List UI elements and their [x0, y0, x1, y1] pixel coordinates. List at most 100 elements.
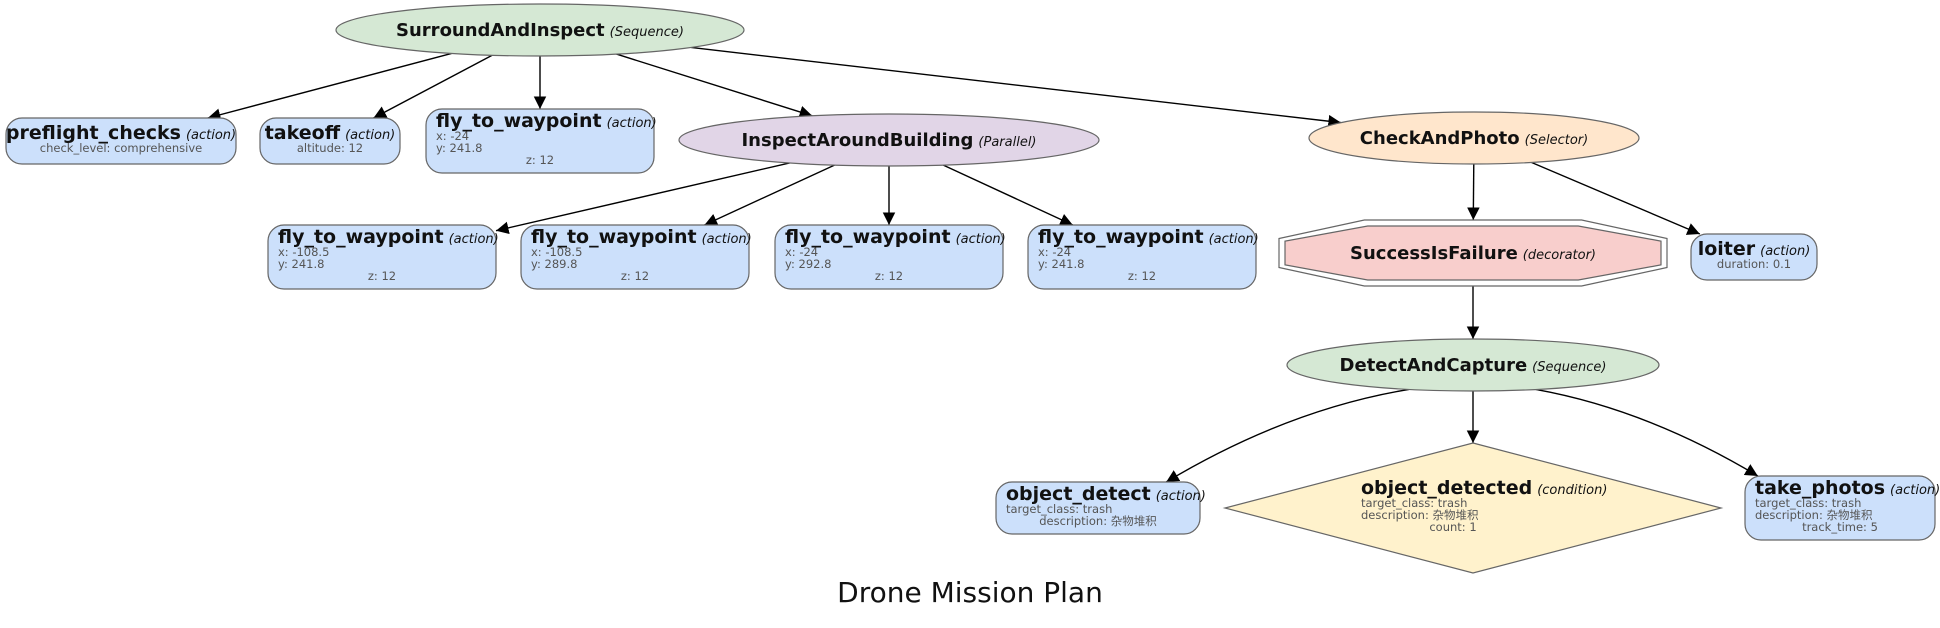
- detect-label: DetectAndCapture (Sequence): [1340, 355, 1607, 376]
- node-type: (action): [956, 232, 1006, 247]
- node-type: (action): [1760, 244, 1810, 259]
- node-takeoff[interactable]: takeoff(action)altitude: 12: [259, 117, 401, 165]
- node-type: (action): [702, 232, 752, 247]
- node-sif[interactable]: SuccessIsFailure(decorator): [1278, 219, 1668, 287]
- edge-inspect-to-fly5: [943, 164, 1074, 226]
- node-name: object_detected: [1361, 477, 1532, 499]
- node-fly4[interactable]: fly_to_waypoint(action)x: -24y: 292.8z: …: [774, 224, 1006, 290]
- node-param: description: 杂物堆积: [1755, 508, 1873, 522]
- check-label: CheckAndPhoto (Selector): [1360, 128, 1588, 149]
- node-fly5[interactable]: fly_to_waypoint (action) x: -24y: 241.8 z: …: [1027, 224, 1259, 290]
- decorator-outer-border: [1278, 219, 1668, 287]
- action-node-shape: [267, 224, 497, 290]
- node-root[interactable]: SurroundAndInspect (Sequence): [335, 3, 745, 57]
- node-param: description: 杂物堆积: [1361, 508, 1479, 522]
- root-label: SurroundAndInspect (Sequence): [396, 20, 684, 41]
- node-param: x: -24: [436, 129, 469, 143]
- node-type: (Selector): [1525, 133, 1589, 148]
- node-type: (Parallel): [978, 135, 1036, 150]
- node-type: (Sequence): [610, 25, 684, 40]
- node-param: description: 杂物堆积: [1039, 514, 1157, 528]
- node-fly1[interactable]: fly_to_waypoint(action)x: -24y: 241.8z: …: [425, 108, 657, 174]
- node-name: CheckAndPhoto: [1360, 128, 1520, 149]
- edge-detect-to-photos: [1535, 388, 1759, 477]
- node-name: loiter: [1698, 238, 1756, 260]
- node-type: (action): [1156, 489, 1206, 504]
- node-param: target_class: trash: [1006, 502, 1112, 516]
- node-param: y: 241.8: [278, 257, 324, 271]
- inspect-label: InspectAroundBuilding(Parallel): [741, 130, 1036, 151]
- objdetect-label: object_detect(action): [1006, 483, 1206, 505]
- fly1-label: fly_to_waypoint (action): [436, 110, 657, 132]
- node-param: z: 12: [621, 269, 649, 283]
- edge-root-to-check: [691, 46, 1342, 128]
- node-param: y: 292.8: [785, 257, 831, 271]
- node-name: SurroundAndInspect: [396, 20, 605, 41]
- action-node-shape: [259, 117, 401, 165]
- node-param: z: 12: [1128, 269, 1156, 283]
- node-param: target_class: trash: [1755, 496, 1861, 510]
- node-photos[interactable]: take_photos(action)target_class: trashde…: [1744, 475, 1940, 541]
- selector-node-shape: [1308, 111, 1640, 165]
- node-name: fly_to_waypoint: [436, 110, 602, 132]
- node-name: DetectAndCapture: [1340, 355, 1528, 376]
- node-preflight[interactable]: preflight_checks(action)check_level: com…: [5, 117, 237, 165]
- node-type: (decorator): [1523, 248, 1596, 263]
- node-type: (action): [607, 116, 657, 131]
- objdetected-label: object_detected (condition): [1361, 477, 1607, 499]
- nodes-layer: SurroundAndInspect (Sequence) preflight_ch…: [5, 3, 1940, 574]
- edge-root-to-preflight: [207, 52, 452, 121]
- node-type: (action): [1209, 232, 1259, 247]
- node-param: y: 289.8: [531, 257, 577, 271]
- decorator-node-shape: [1284, 225, 1662, 281]
- node-detect[interactable]: DetectAndCapture (Sequence): [1286, 338, 1660, 392]
- node-objdetected[interactable]: object_detected(condition)target_class: …: [1222, 442, 1724, 574]
- node-param: duration: 0.1: [1717, 257, 1791, 271]
- node-objdetect[interactable]: object_detect(action)target_class: trash…: [995, 481, 1206, 535]
- node-param: z: 12: [368, 269, 396, 283]
- node-param: count: 1: [1429, 520, 1476, 534]
- node-type: (Sequence): [1532, 360, 1606, 375]
- node-param: y: 241.8: [1038, 257, 1084, 271]
- node-loiter[interactable]: loiter (action)duration: 0.1: [1690, 233, 1818, 281]
- node-type: (action): [449, 232, 499, 247]
- node-check[interactable]: CheckAndPhoto (Selector): [1308, 111, 1640, 165]
- action-node-shape: [995, 481, 1201, 535]
- action-node-shape: [5, 117, 237, 165]
- edge-inspect-to-fly3: [704, 164, 835, 226]
- node-name: fly_to_waypoint: [1038, 226, 1204, 248]
- node-param: check_level: comprehensive: [40, 141, 202, 155]
- node-inspect[interactable]: InspectAroundBuilding(Parallel): [678, 113, 1100, 167]
- photos-label: take_photos(action): [1755, 477, 1940, 499]
- sequence-node-shape: [1286, 338, 1660, 392]
- node-param: track_time: 5: [1802, 520, 1878, 534]
- node-param: x: -24: [1038, 245, 1071, 259]
- node-fly3[interactable]: fly_to_waypoint(action)x: -108.5y: 289.8…: [520, 224, 752, 290]
- node-type: (action): [345, 128, 395, 143]
- diagram-title: Drone Mission Plan: [837, 576, 1103, 609]
- node-type: (condition): [1537, 483, 1607, 498]
- node-fly2[interactable]: fly_to_waypoint(action)x: -108.5y: 241.8…: [267, 224, 499, 290]
- edge-root-to-takeoff: [373, 54, 493, 119]
- condition-node-shape: [1222, 442, 1724, 574]
- node-param: z: 12: [875, 269, 903, 283]
- node-name: fly_to_waypoint: [785, 226, 951, 248]
- edges-layer: [207, 46, 1759, 483]
- loiter-label: loiter (action): [1698, 238, 1811, 260]
- takeoff-label: takeoff(action): [265, 122, 396, 144]
- parallel-node-shape: [678, 113, 1100, 167]
- fly2-label: fly_to_waypoint (action): [278, 226, 499, 248]
- fly3-label: fly_to_waypoint (action): [531, 226, 752, 248]
- action-node-shape: [1744, 475, 1936, 541]
- node-name: fly_to_waypoint: [278, 226, 444, 248]
- sif-label: SuccessIsFailure(decorator): [1350, 243, 1596, 264]
- fly5-label: fly_to_waypoint (action): [1038, 226, 1259, 248]
- edge-root-to-inspect: [616, 53, 813, 119]
- node-name: take_photos: [1755, 477, 1885, 499]
- action-node-shape: [774, 224, 1004, 290]
- fly4-label: fly_to_waypoint (action): [785, 226, 1006, 248]
- node-name: fly_to_waypoint: [531, 226, 697, 248]
- edge-check-to-loiter: [1531, 161, 1701, 235]
- action-node-shape: [520, 224, 750, 290]
